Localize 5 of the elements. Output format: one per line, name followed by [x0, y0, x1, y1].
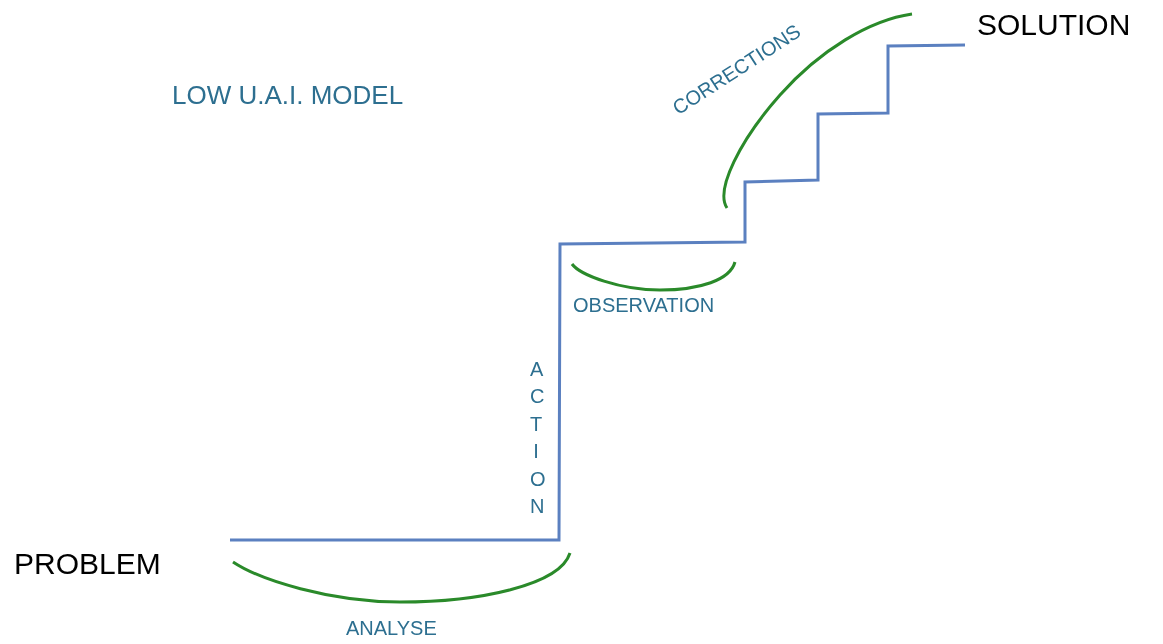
state-label: SOLUTION — [977, 10, 1131, 40]
step-label: OBSERVATION — [573, 295, 715, 315]
state-label: PROBLEM — [14, 549, 161, 579]
step-label: ANALYSE — [346, 618, 437, 638]
diagram-title: LOW U.A.I. MODEL — [172, 82, 404, 108]
